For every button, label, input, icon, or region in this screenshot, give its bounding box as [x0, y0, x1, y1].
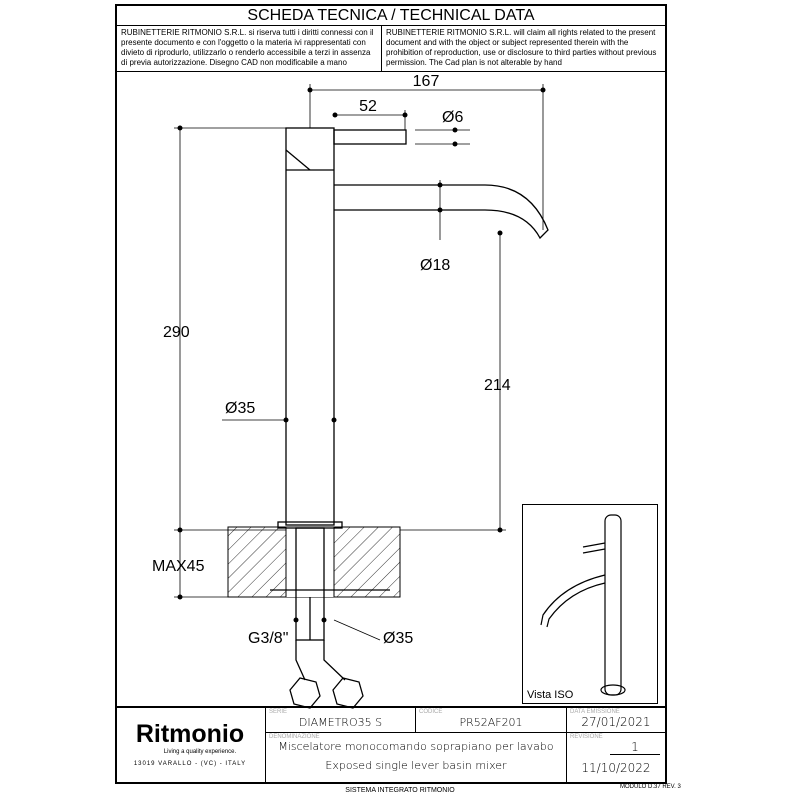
description-italian: Miscelatore monocomando soprapiano per l… — [278, 740, 554, 753]
description-english: Exposed single lever basin mixer — [325, 759, 507, 772]
dim-height-total: 290 — [163, 324, 190, 341]
revision-cell: REVISIONE 1 — [567, 733, 665, 758]
dim-lever-diameter: Ø6 — [442, 109, 463, 126]
logo-area: Ritmonio Living a quality experience. 13… — [115, 708, 266, 784]
counter-top — [227, 526, 401, 598]
faucet-elevation — [270, 127, 549, 709]
dimension-points — [177, 87, 546, 623]
denominazione-cell: DENOMINAZIONE Miscelatore monocomando so… — [266, 733, 567, 784]
iso-view-label: Vista ISO — [527, 689, 574, 701]
brand-address: 13019 VARALLO - (VC) - ITALY — [133, 761, 247, 767]
serie-label: SERIE — [269, 709, 288, 715]
dim-max-deck: MAX45 — [152, 558, 205, 575]
revision-date: 11/10/2022 — [581, 761, 651, 775]
iso-faucet-illustration — [540, 514, 626, 696]
technical-sheet: SCHEDA TECNICA / TECHNICAL DATA RUBINETT… — [115, 4, 667, 784]
codice-value: PR52AF201 — [459, 716, 523, 729]
brand-logo: Ritmonio — [135, 720, 245, 748]
revision-value: 1 — [610, 740, 660, 755]
dim-thread: G3/8" — [248, 630, 288, 647]
date-label: DATA EMISSIONE — [570, 709, 620, 715]
dim-spout-diameter: Ø18 — [420, 257, 450, 274]
brand-tagline: Living a quality experience. — [163, 749, 237, 755]
title-block: Ritmonio Living a quality experience. 13… — [115, 706, 667, 786]
sheet-title: SCHEDA TECNICA / TECHNICAL DATA — [117, 6, 665, 26]
codice-cell: CODICE PR52AF201 — [416, 708, 567, 733]
legal-notice-english: RUBINETTERIE RITMONIO S.R.L. will claim … — [386, 28, 657, 67]
dim-hole-diameter: Ø35 — [383, 630, 413, 647]
legal-notice-italian: RUBINETTERIE RITMONIO S.R.L. si riserva … — [117, 25, 382, 71]
dim-body-diameter: Ø35 — [225, 400, 255, 417]
revision-label: REVISIONE — [570, 734, 603, 740]
footer-module: MODULO D.37 REV. 3 — [620, 784, 681, 790]
dim-lever-length: 52 — [359, 98, 377, 115]
date-value: 27/01/2021 — [581, 715, 651, 729]
dim-width-total: 167 — [413, 73, 440, 90]
codice-label: CODICE — [419, 709, 443, 715]
iso-view: Vista ISO — [522, 504, 658, 704]
serie-cell: SERIE DIAMETRO35 S — [266, 708, 416, 733]
dim-spout-height: 214 — [484, 377, 511, 394]
date-cell: DATA EMISSIONE 27/01/2021 — [567, 708, 665, 733]
denominazione-label: DENOMINAZIONE — [269, 734, 320, 740]
footer-system: SISTEMA INTEGRATO RITMONIO — [345, 787, 455, 794]
serie-value: DIAMETRO35 S — [298, 716, 383, 729]
header-divider — [117, 71, 665, 72]
